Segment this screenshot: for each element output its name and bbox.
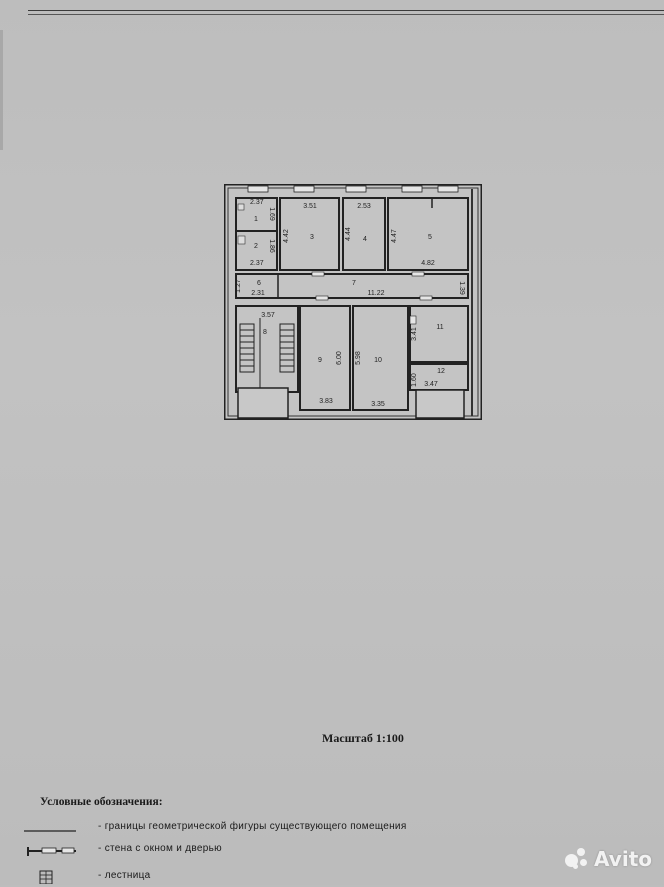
- room-6-dim-a: 1.27: [235, 279, 242, 293]
- room-3-dim-a: 3.51: [303, 203, 317, 210]
- room-9-number: 9: [318, 357, 322, 364]
- room-7-number: 7: [352, 280, 356, 287]
- floor-plan: 2.37 1 1.69 2 1.86 2.37 3.51 3 4.42 2.53…: [222, 182, 484, 422]
- room-12-number: 12: [437, 368, 445, 375]
- legend-item-label: - границы геометрической фигуры существу…: [98, 821, 407, 832]
- room-8-dim-a: 3.57: [261, 312, 275, 319]
- room-12-dim-a: 1.60: [411, 373, 418, 387]
- room-1-dim-b: 1.69: [268, 207, 275, 221]
- avito-wordmark: Avito: [594, 847, 652, 871]
- room-6-number: 6: [257, 280, 261, 287]
- legend-item-boundary: - границы геометрической фигуры существу…: [22, 821, 442, 835]
- room-7-dim-a: 11.22: [368, 290, 385, 297]
- room-9-dim-b: 3.83: [319, 398, 333, 405]
- room-2-dim-b: 2.37: [250, 260, 264, 267]
- room-11-number: 11: [436, 324, 443, 331]
- room-10-dim-a: 5.98: [355, 351, 362, 365]
- legend-title: Условные обозначения:: [40, 796, 163, 808]
- boundary-line-symbol: [22, 821, 82, 835]
- room-3-dim-b: 4.42: [283, 229, 290, 243]
- room-2-number: 2: [254, 243, 258, 250]
- scale-label: Масштаб 1:100: [322, 731, 404, 745]
- stairs-symbol: [22, 870, 82, 885]
- legend-item-label: - стена с окном и дверью: [98, 843, 222, 854]
- legend-item-stairs: - лестница: [22, 870, 442, 885]
- room-4-dim-a: 2.53: [357, 203, 371, 210]
- room-11-dim-a: 3.41: [411, 327, 418, 341]
- room-5-dim-b: 4.82: [421, 260, 435, 267]
- legend-item-wall: - стена с окном и дверью: [22, 843, 442, 857]
- room-5-dim-a: 4.47: [391, 229, 398, 243]
- room-10-number: 10: [374, 357, 382, 364]
- room-9-dim-a: 6.00: [336, 351, 343, 365]
- avito-logo-icon: [565, 848, 589, 870]
- room-2-dim-a: 1.86: [268, 239, 275, 253]
- top-border-line: [28, 10, 664, 15]
- room-12-dim-b: 3.47: [424, 381, 438, 388]
- room-1-dim-a: 2.37: [250, 199, 264, 206]
- avito-watermark: Avito: [565, 847, 652, 871]
- room-4-number: 4: [363, 236, 367, 243]
- floor-plan-drawing: 2.37 1 1.69 2 1.86 2.37 3.51 3 4.42 2.53…: [222, 182, 484, 422]
- room-1-number: 1: [254, 216, 258, 223]
- room-4-dim-b: 4.44: [345, 227, 352, 241]
- room-10-dim-b: 3.35: [371, 401, 385, 408]
- legend-item-label: - лестница: [98, 870, 151, 881]
- room-6-dim-b: 2.31: [251, 290, 265, 297]
- room-5-number: 5: [428, 234, 432, 241]
- page-edge-mark: [0, 30, 3, 150]
- room-8-number: 8: [263, 329, 267, 336]
- room-3-number: 3: [310, 234, 314, 241]
- room-7-dim-b: 1.39: [458, 281, 465, 295]
- wall-window-door-symbol: [22, 843, 82, 857]
